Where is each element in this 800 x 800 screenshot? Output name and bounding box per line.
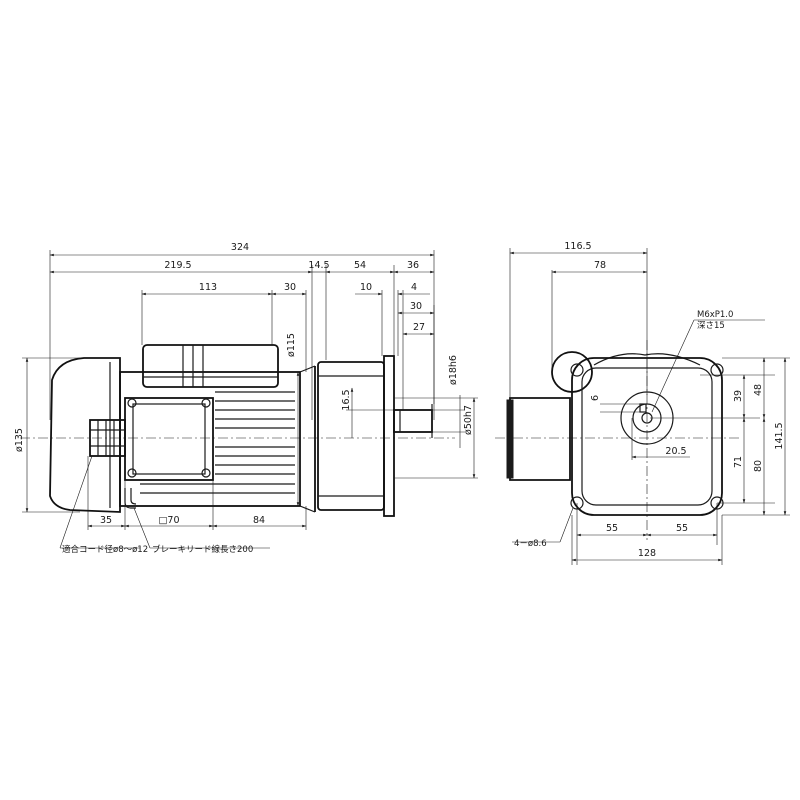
dim-half-left: 55 bbox=[606, 523, 618, 534]
motor-body bbox=[119, 371, 301, 507]
dim-key-width: 4 bbox=[411, 282, 417, 293]
dim-offset-20: 20.5 bbox=[665, 446, 686, 457]
dim-box-size: □70 bbox=[158, 515, 179, 526]
note-tap: M6xP1.0 bbox=[697, 310, 733, 320]
dim-gearhead-length: 54 bbox=[354, 260, 366, 271]
motor-silhouette bbox=[509, 397, 571, 481]
dim-overall-length: 324 bbox=[231, 242, 249, 253]
dim-width-116: 116.5 bbox=[564, 241, 591, 252]
dim-motor-length: 219.5 bbox=[164, 260, 191, 271]
side-view: 324 219.5 14.5 54 36 113 30 10 4 30 27 bbox=[14, 242, 478, 555]
dim-box-offset: 84 bbox=[253, 515, 265, 526]
dim-half-right: 55 bbox=[676, 523, 688, 534]
dim-shaft-height: 16.5 bbox=[341, 389, 352, 410]
dim-height-71: 71 bbox=[733, 456, 744, 468]
note-cord-diameter: 適合コード径ø8～ø12 bbox=[62, 544, 148, 555]
dim-capacitor-offset: 30 bbox=[284, 282, 296, 293]
dim-height-39: 39 bbox=[733, 390, 744, 402]
note-tap-depth: 深さ15 bbox=[697, 321, 725, 331]
dim-height-141: 141.5 bbox=[774, 422, 785, 449]
dim-key-offset: 10 bbox=[360, 282, 372, 293]
cable-gland bbox=[89, 419, 126, 457]
gearhead bbox=[317, 355, 395, 517]
dim-width-128: 128 bbox=[638, 548, 656, 559]
dim-key-length-27: 27 bbox=[413, 322, 425, 333]
dim-shaft-diameter: ø18h6 bbox=[448, 355, 459, 385]
fan-cover bbox=[49, 357, 121, 513]
front-view: 116.5 78 M6xP1.0 深さ15 6 20.5 39 71 48 80… bbox=[495, 241, 790, 565]
dim-height-48: 48 bbox=[753, 384, 764, 396]
cooling-fins bbox=[140, 391, 295, 494]
terminal-box bbox=[124, 397, 214, 481]
dim-flange-gap: 14.5 bbox=[308, 260, 329, 271]
note-brake-lead: ブレーキリード線長さ200 bbox=[152, 544, 253, 555]
dim-shaft-length: 36 bbox=[407, 260, 419, 271]
dim-motor-height: ø115 bbox=[286, 333, 297, 357]
capacitor bbox=[142, 344, 279, 388]
dim-cable-offset: 35 bbox=[100, 515, 112, 526]
dim-terminal-box-length: 113 bbox=[199, 282, 217, 293]
dim-height-80: 80 bbox=[753, 460, 764, 472]
dim-width-78: 78 bbox=[594, 260, 606, 271]
dim-pilot-diameter: ø50h7 bbox=[463, 405, 474, 435]
dim-key-6: 6 bbox=[590, 395, 601, 401]
dim-key-length-30: 30 bbox=[410, 301, 422, 312]
note-holes: 4－ø8.6 bbox=[514, 539, 547, 549]
dim-motor-diameter: ø135 bbox=[14, 428, 25, 452]
output-shaft bbox=[393, 404, 433, 438]
